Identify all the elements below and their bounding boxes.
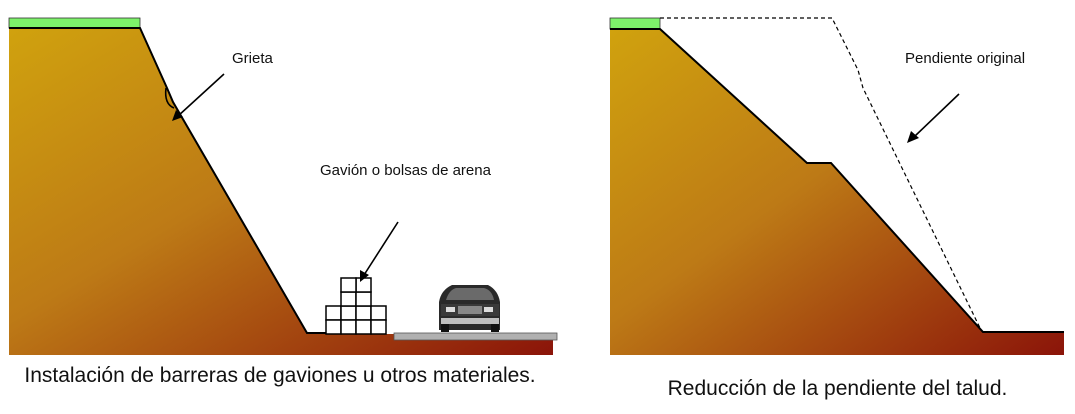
gabion-label: Gavión o bolsas de arena	[320, 162, 492, 179]
gabion-arrowhead	[360, 270, 369, 282]
right-panel: Pendiente original	[600, 0, 1075, 414]
slope-line	[9, 27, 335, 334]
crack-arrowhead	[172, 110, 183, 121]
crack-arrow	[177, 73, 225, 117]
crack-mark	[164, 87, 175, 109]
left-caption: Instalación de barreras de gaviones u ot…	[24, 364, 536, 387]
road	[393, 332, 558, 341]
truck-icon	[439, 285, 500, 332]
soil-slope	[610, 29, 1064, 355]
original-slope-label: Pendiente original	[905, 50, 1025, 67]
original-arrowhead	[907, 131, 919, 143]
original-arrow	[914, 93, 960, 137]
original-slope-line	[660, 17, 982, 331]
grass-strip	[609, 17, 661, 30]
left-panel: Grieta Gavión o bolsas de arena	[8, 17, 558, 355]
grass-strip	[8, 17, 141, 29]
left-diagram: Grieta Gavión o bolsas de arena	[8, 17, 558, 355]
slope-line	[610, 28, 1064, 333]
soil-slope	[9, 28, 553, 355]
right-caption: Reducción de la pendiente del talud.	[667, 377, 1008, 400]
crack-label: Grieta	[232, 50, 274, 67]
gabion-arrow	[363, 221, 399, 276]
right-diagram: Pendiente original	[609, 17, 1064, 355]
gabion-stack	[325, 277, 387, 335]
